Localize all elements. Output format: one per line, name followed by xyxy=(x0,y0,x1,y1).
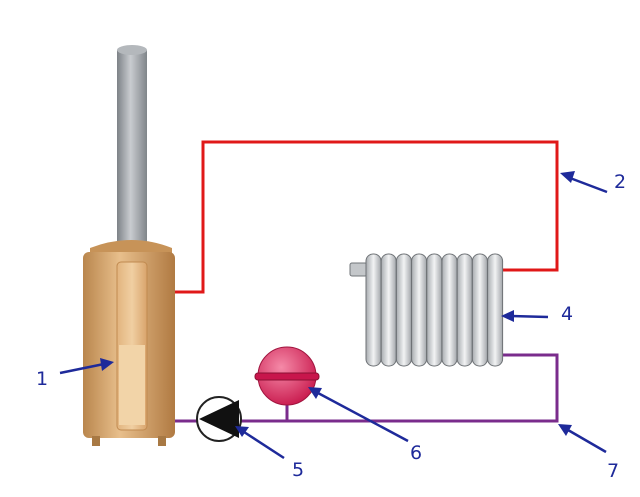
radiator-valve-stub xyxy=(349,262,368,277)
supply-pipe xyxy=(172,140,559,294)
return-pipe xyxy=(172,353,559,423)
radiator-fin xyxy=(471,253,488,367)
boiler-flame-chamber xyxy=(119,345,145,425)
radiator-fin xyxy=(441,253,458,367)
radiator-fin xyxy=(487,253,504,367)
radiator-fins xyxy=(365,253,504,367)
label-expansion-tank: 6 xyxy=(410,442,422,464)
boiler xyxy=(83,45,175,446)
label-return-pipe: 7 xyxy=(607,460,619,482)
radiator-fin xyxy=(411,253,428,367)
label-radiator: 4 xyxy=(561,303,573,325)
pump-arrow-icon xyxy=(199,400,239,438)
radiator-fin xyxy=(426,253,443,367)
callout-arrows xyxy=(59,171,608,460)
boiler-foot-right xyxy=(158,436,166,446)
radiator-fin xyxy=(395,253,412,367)
boiler-foot-left xyxy=(92,436,100,446)
radiator-fin xyxy=(456,253,473,367)
radiator xyxy=(349,253,504,367)
label-circulation-pump: 5 xyxy=(292,459,304,481)
chimney xyxy=(117,45,147,248)
circulation-pump xyxy=(196,396,242,442)
expansion-tank xyxy=(254,346,320,406)
radiator-fin xyxy=(380,253,397,367)
label-boiler: 1 xyxy=(36,368,48,390)
label-supply-pipe: 2 xyxy=(614,171,626,193)
radiator-fin xyxy=(365,253,382,367)
